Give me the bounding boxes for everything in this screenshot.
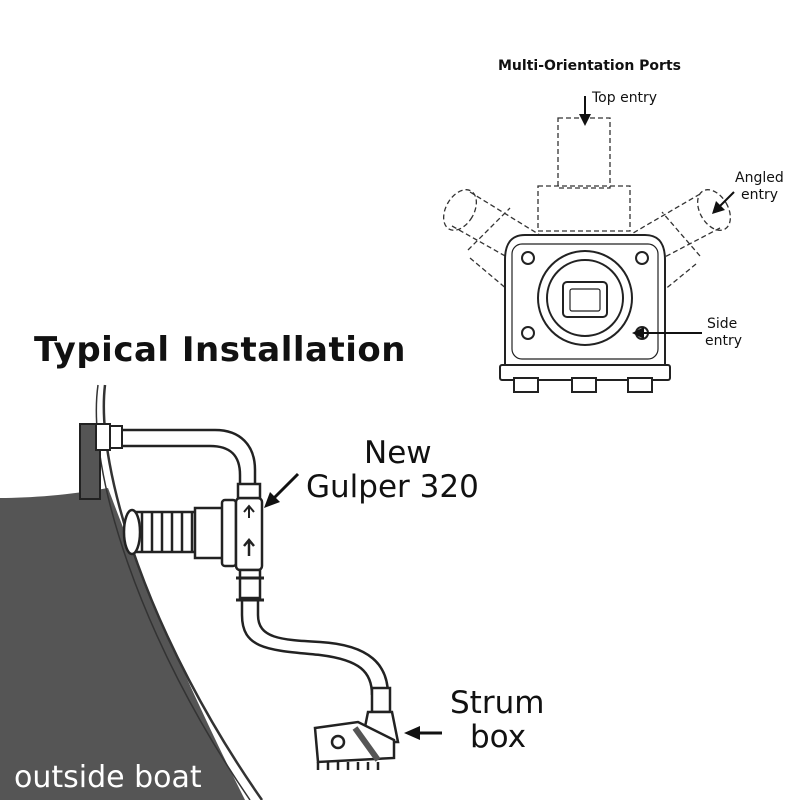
installation-title: Typical Installation xyxy=(34,330,406,370)
pump-label: New Gulper 320 xyxy=(306,436,479,504)
strum-label-line2: box xyxy=(470,719,527,755)
discharge-hose xyxy=(122,428,257,490)
ports-title: Multi-Orientation Ports xyxy=(498,58,681,74)
pump-pointer-arrow xyxy=(264,472,300,508)
strum-label-line1: Strum xyxy=(450,685,545,721)
strum-box xyxy=(313,686,400,770)
gulper-pump xyxy=(122,482,264,602)
through-hull-fitting xyxy=(79,423,123,500)
outside-boat-label: outside boat xyxy=(14,760,202,795)
strum-pointer-arrow xyxy=(404,726,442,740)
top-entry-arrow xyxy=(579,96,591,126)
pump-label-line1: New xyxy=(364,435,432,471)
side-entry-arrow xyxy=(632,327,702,339)
ports-drawing xyxy=(442,117,732,393)
angled-entry-label: Angled entry xyxy=(735,170,784,204)
pump-label-line2: Gulper 320 xyxy=(306,469,479,505)
angled-entry-line1: Angled xyxy=(735,170,784,186)
angled-entry-arrow xyxy=(712,191,735,214)
intake-hose xyxy=(240,600,390,696)
side-entry-line2: entry xyxy=(705,333,743,349)
hull-shape xyxy=(0,488,245,800)
side-entry-label: Side entry xyxy=(705,316,742,350)
top-entry-label: Top entry xyxy=(592,90,658,106)
side-entry-line1: Side xyxy=(707,316,738,332)
angled-entry-line2: entry xyxy=(741,187,779,203)
strum-label: Strum box xyxy=(450,686,544,754)
